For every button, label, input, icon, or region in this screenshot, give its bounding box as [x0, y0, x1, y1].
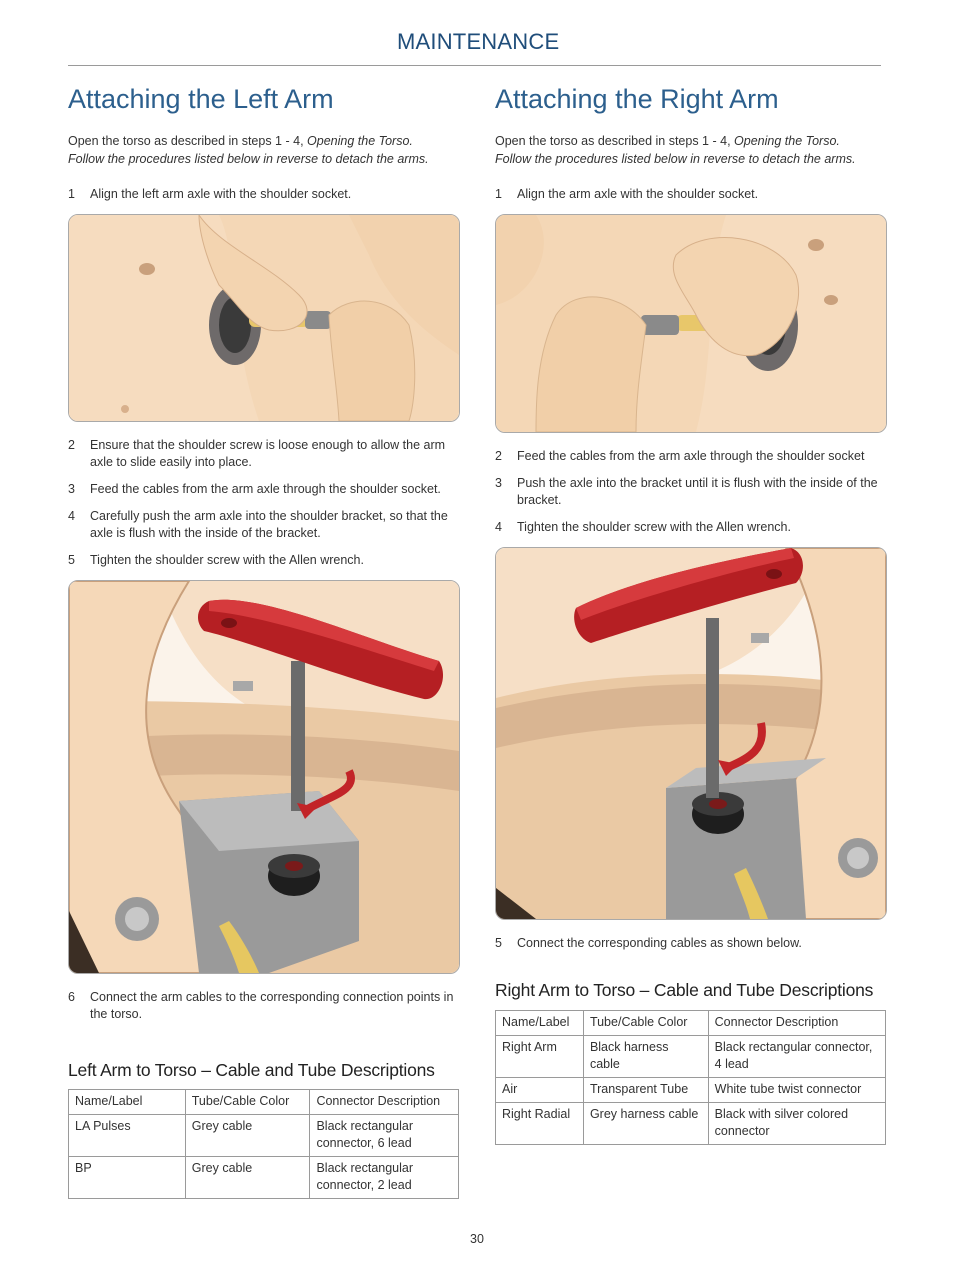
- left-intro: Open the torso as described in steps 1 -…: [68, 132, 463, 168]
- right-intro: Open the torso as described in steps 1 -…: [495, 132, 890, 168]
- step-text: Push the axle into the bracket until it …: [517, 476, 878, 507]
- left-step-2: 2 Ensure that the shoulder screw is loos…: [68, 437, 460, 471]
- table-row: LA Pulses Grey cable Black rectangular c…: [68, 1114, 459, 1157]
- table-cell: Grey cable: [184, 1156, 311, 1199]
- step-text: Connect the arm cables to the correspond…: [90, 990, 454, 1021]
- table-row: Air Transparent Tube White tube twist co…: [495, 1077, 887, 1103]
- table-cell: Transparent Tube: [582, 1077, 709, 1103]
- table-header-cell: Name/Label: [68, 1089, 186, 1115]
- left-allen-wrench-illustration: [68, 580, 460, 974]
- right-arm-align-illustration: [495, 214, 887, 433]
- step-text: Align the left arm axle with the shoulde…: [90, 187, 352, 201]
- page-number: 30: [470, 1232, 484, 1246]
- left-step-1: 1 Align the left arm axle with the shoul…: [68, 186, 460, 203]
- table-cell: BP: [68, 1156, 186, 1199]
- step-number: 2: [495, 449, 502, 463]
- step-text: Carefully push the arm axle into the sho…: [90, 509, 448, 540]
- right-intro-note: Follow the procedures listed below in re…: [495, 152, 856, 166]
- right-intro-reference: Opening the Torso.: [734, 134, 840, 148]
- table-cell: Air: [495, 1077, 584, 1103]
- step-number: 1: [495, 187, 502, 201]
- step-text: Feed the cables from the arm axle throug…: [90, 482, 441, 496]
- left-step-5: 5 Tighten the shoulder screw with the Al…: [68, 552, 460, 569]
- table-header-cell: Tube/Cable Color: [184, 1089, 311, 1115]
- table-cell: LA Pulses: [68, 1114, 186, 1157]
- left-intro-text: Open the torso as described in steps 1 -…: [68, 134, 308, 148]
- left-table-title: Left Arm to Torso – Cable and Tube Descr…: [68, 1060, 435, 1080]
- right-step-4: 4 Tighten the shoulder screw with the Al…: [495, 519, 887, 536]
- left-step-6: 6 Connect the arm cables to the correspo…: [68, 989, 460, 1023]
- right-allen-wrench-illustration: [495, 547, 887, 920]
- table-cell: Right Arm: [495, 1035, 584, 1078]
- table-cell: Black rectangular connector, 6 lead: [309, 1114, 459, 1157]
- left-column-title: Attaching the Left Arm: [68, 84, 334, 114]
- right-column-title: Attaching the Right Arm: [495, 84, 779, 114]
- left-step-3: 3 Feed the cables from the arm axle thro…: [68, 481, 460, 498]
- table-header-cell: Tube/Cable Color: [582, 1010, 709, 1036]
- step-text: Tighten the shoulder screw with the Alle…: [517, 520, 791, 534]
- step-number: 5: [68, 553, 75, 567]
- table-header-row: Name/Label Tube/Cable Color Connector De…: [495, 1010, 887, 1036]
- step-number: 2: [68, 438, 75, 452]
- step-number: 4: [495, 520, 502, 534]
- table-cell: Black harness cable: [582, 1035, 709, 1078]
- table-cell: Grey harness cable: [582, 1102, 709, 1145]
- right-cable-table: Name/Label Tube/Cable Color Connector De…: [495, 1010, 887, 1145]
- right-step-3: 3 Push the axle into the bracket until i…: [495, 475, 887, 509]
- header-divider: [68, 65, 881, 66]
- left-intro-note: Follow the procedures listed below in re…: [68, 152, 429, 166]
- left-cable-table: Name/Label Tube/Cable Color Connector De…: [68, 1089, 459, 1199]
- table-header-cell: Name/Label: [495, 1010, 584, 1036]
- table-row: BP Grey cable Black rectangular connecto…: [68, 1156, 459, 1199]
- table-header-row: Name/Label Tube/Cable Color Connector De…: [68, 1089, 459, 1115]
- left-step-4: 4 Carefully push the arm axle into the s…: [68, 508, 460, 542]
- step-text: Align the arm axle with the shoulder soc…: [517, 187, 759, 201]
- step-number: 3: [68, 482, 75, 496]
- table-cell: Right Radial: [495, 1102, 584, 1145]
- table-row: Right Arm Black harness cable Black rect…: [495, 1035, 887, 1078]
- step-number: 3: [495, 476, 502, 490]
- step-text: Connect the corresponding cables as show…: [517, 936, 802, 950]
- table-cell: Black rectangular connector, 4 lead: [707, 1035, 887, 1078]
- step-text: Ensure that the shoulder screw is loose …: [90, 438, 446, 469]
- left-intro-reference: Opening the Torso.: [307, 134, 413, 148]
- step-number: 4: [68, 509, 75, 523]
- table-cell: Black with silver colored connector: [707, 1102, 887, 1145]
- right-step-1: 1 Align the arm axle with the shoulder s…: [495, 186, 887, 203]
- left-arm-align-illustration: [68, 214, 460, 422]
- step-text: Tighten the shoulder screw with the Alle…: [90, 553, 364, 567]
- step-text: Feed the cables from the arm axle throug…: [517, 449, 865, 463]
- step-number: 1: [68, 187, 75, 201]
- right-step-2: 2 Feed the cables from the arm axle thro…: [495, 448, 887, 465]
- right-step-5: 5 Connect the corresponding cables as sh…: [495, 935, 887, 952]
- step-number: 6: [68, 990, 75, 1004]
- table-header-cell: Connector Description: [707, 1010, 887, 1036]
- table-cell: White tube twist connector: [707, 1077, 887, 1103]
- table-cell: Grey cable: [184, 1114, 311, 1157]
- table-row: Right Radial Grey harness cable Black wi…: [495, 1102, 887, 1145]
- right-intro-text: Open the torso as described in steps 1 -…: [495, 134, 735, 148]
- table-header-cell: Connector Description: [309, 1089, 459, 1115]
- section-header: MAINTENANCE: [397, 29, 560, 54]
- right-table-title: Right Arm to Torso – Cable and Tube Desc…: [495, 980, 874, 1000]
- step-number: 5: [495, 936, 502, 950]
- table-cell: Black rectangular connector, 2 lead: [309, 1156, 459, 1199]
